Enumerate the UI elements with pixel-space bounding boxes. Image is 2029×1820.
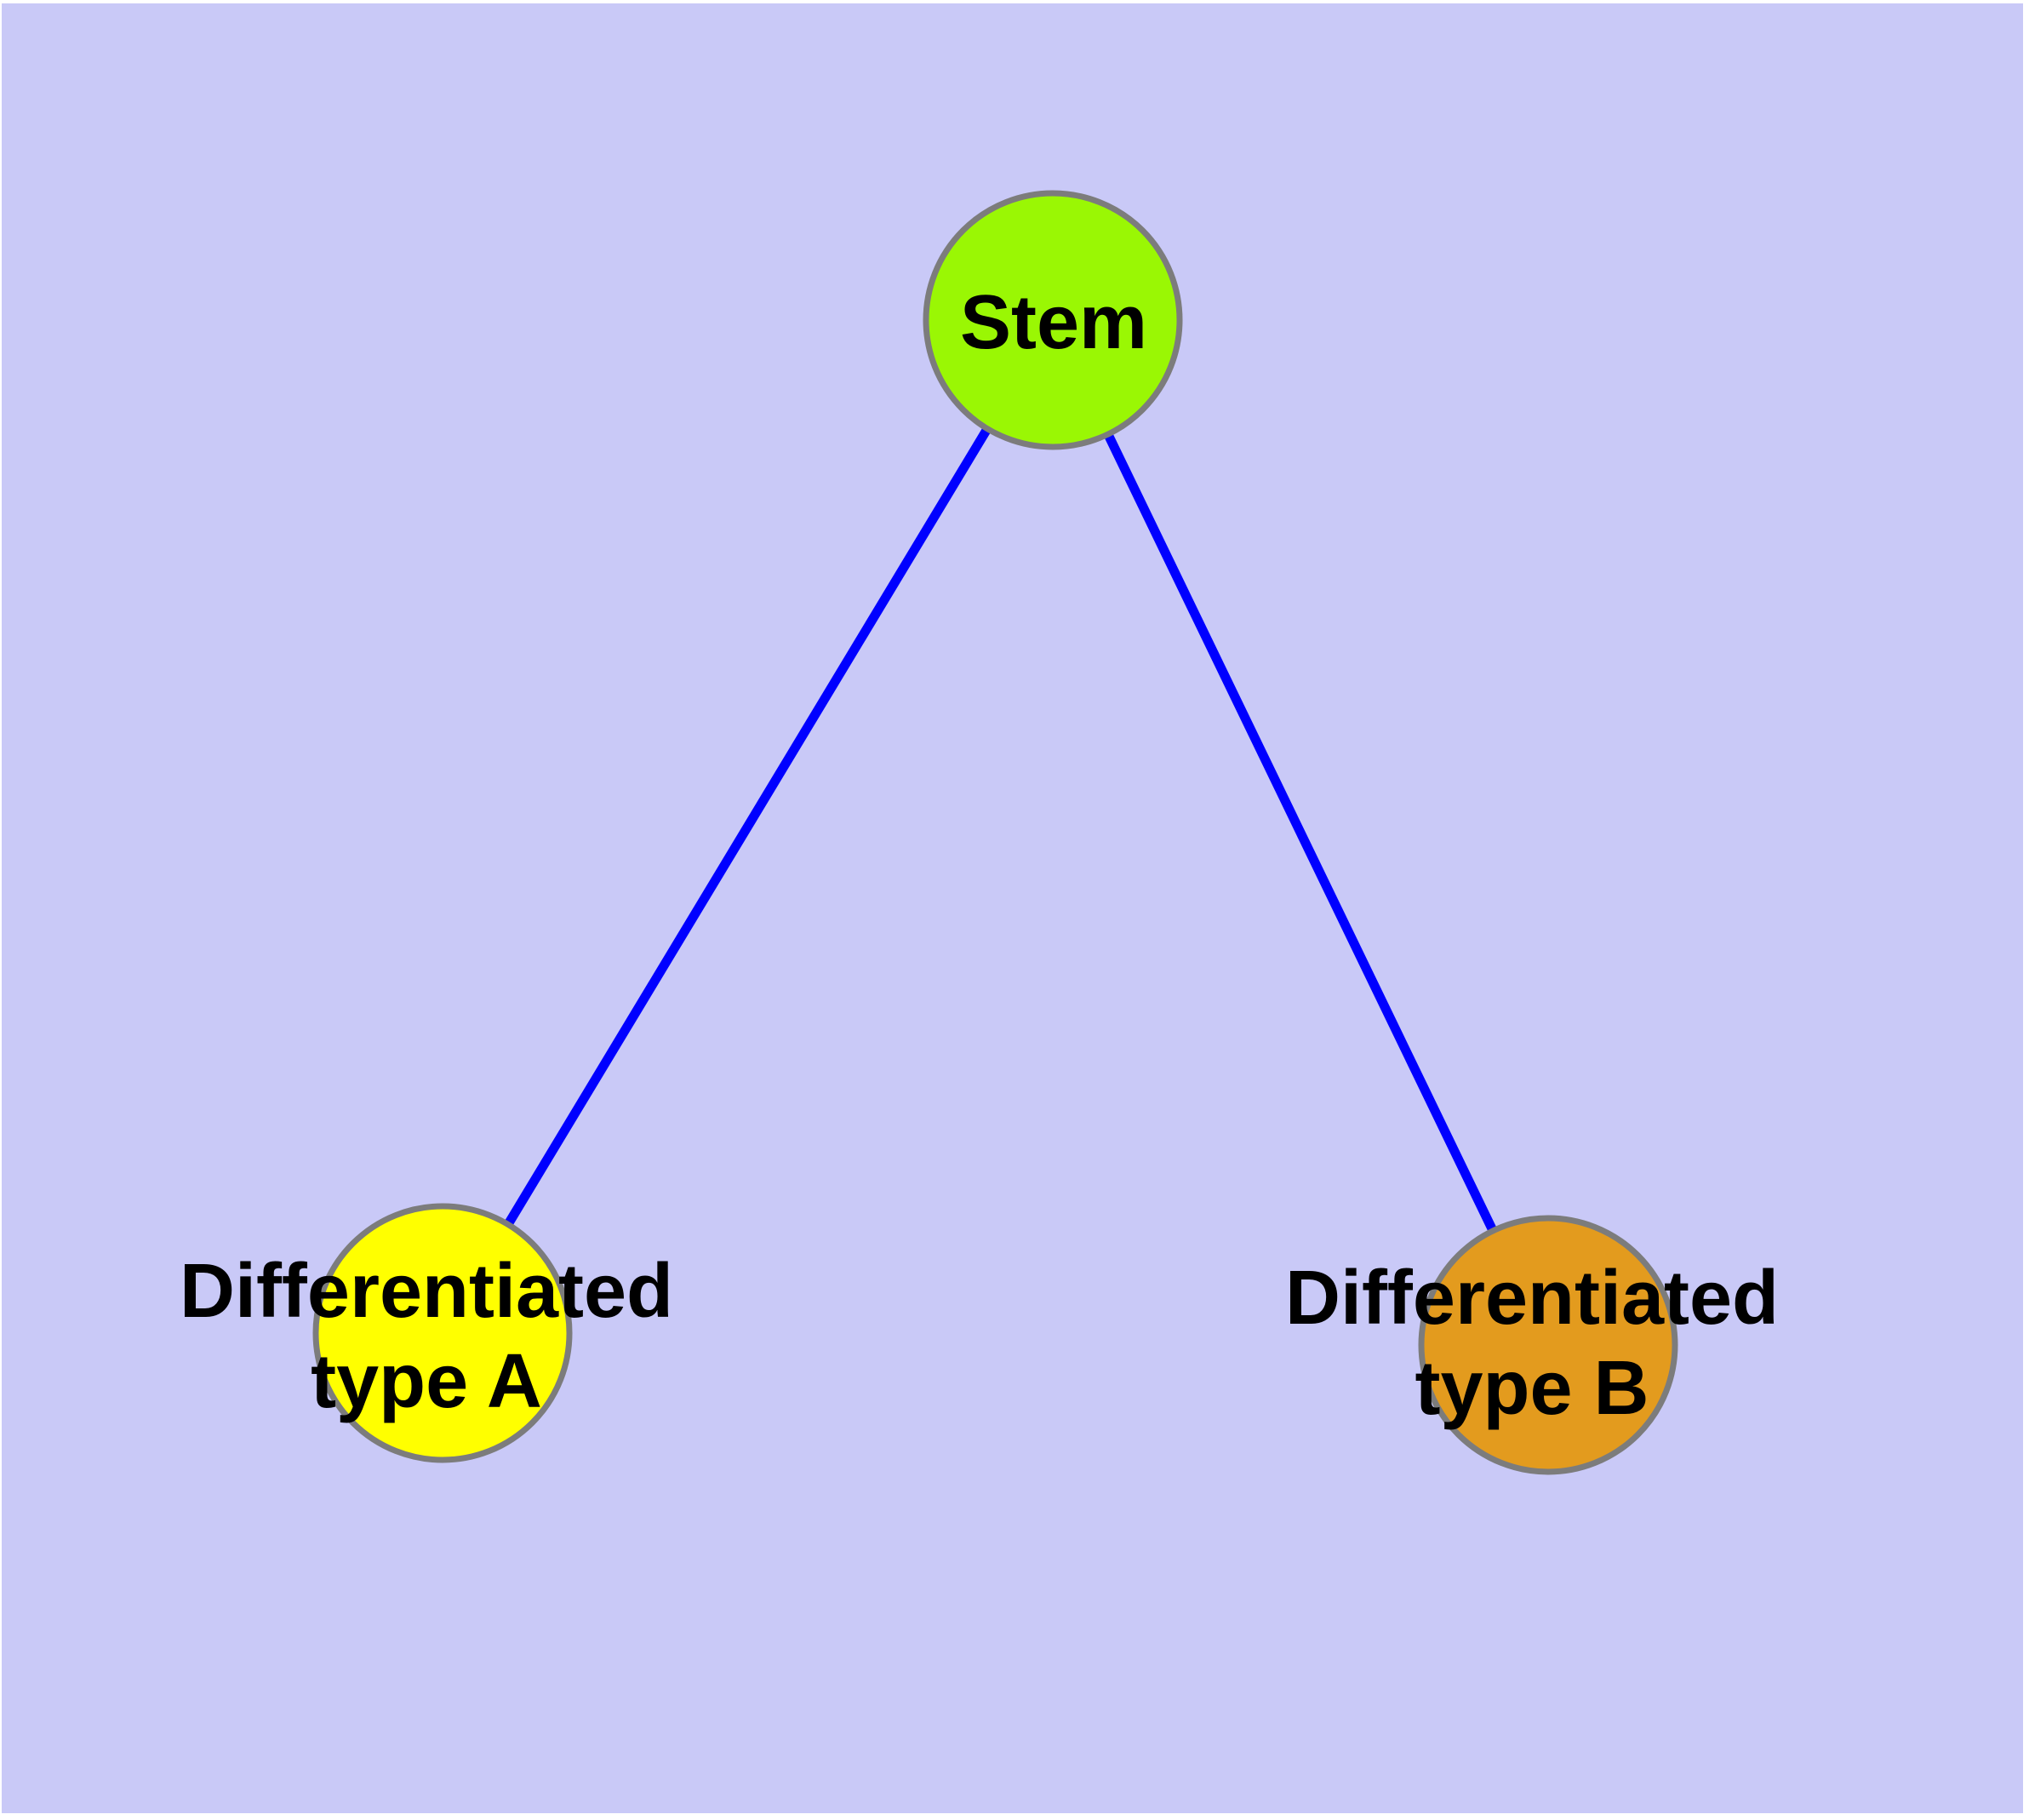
edge-stem-to-type-b: [1049, 318, 1552, 1348]
node-type-a-label-line2: type A: [311, 1339, 542, 1424]
node-stem: [923, 190, 1183, 450]
node-type-b: [1418, 1215, 1678, 1475]
node-type-b-label-line2: type B: [1415, 1346, 1649, 1431]
node-type-b-label-line1: Differentiated: [1285, 1256, 1779, 1341]
node-stem-label: Stem: [960, 280, 1147, 365]
edge-stem-to-type-a: [438, 318, 1057, 1336]
node-type-a: [312, 1203, 573, 1463]
node-type-a-label-line1: Differentiated: [180, 1249, 673, 1334]
